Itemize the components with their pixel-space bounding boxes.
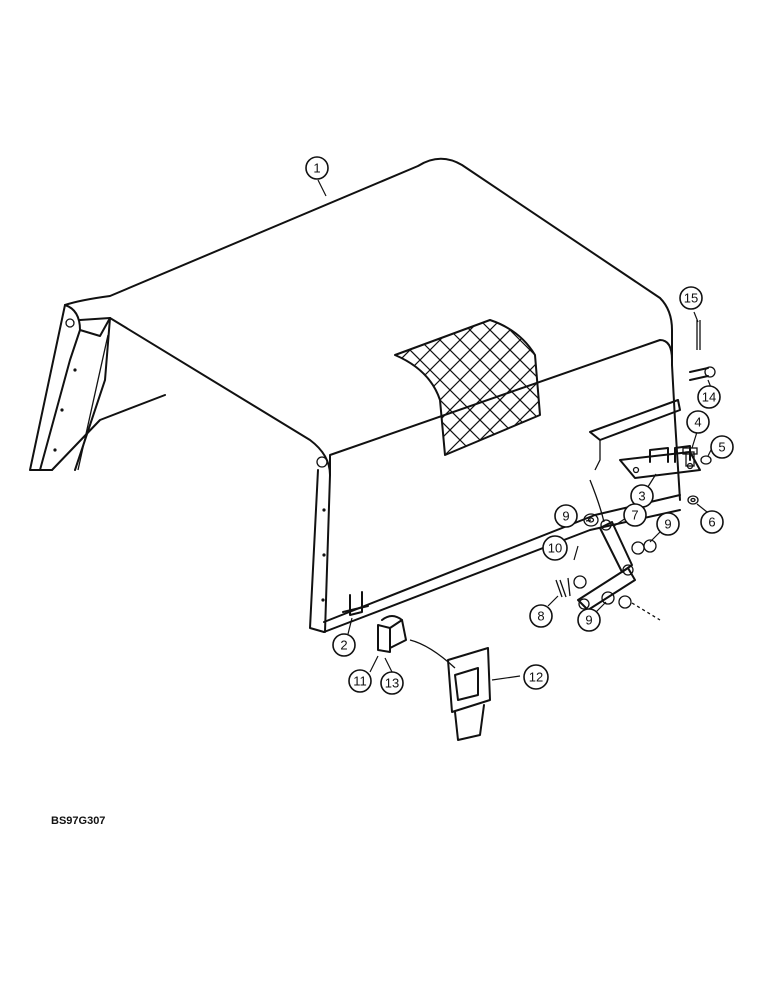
callout-7: 7 — [623, 503, 647, 527]
callout-10: 10 — [542, 535, 568, 561]
callout-1: 1 — [305, 156, 329, 180]
svg-text:2: 2 — [340, 638, 347, 653]
callout-14: 14 — [697, 385, 721, 409]
washer-part-5 — [700, 455, 712, 465]
callout-2: 2 — [332, 633, 356, 657]
svg-text:15: 15 — [684, 291, 698, 306]
callout-9-c: 9 — [577, 608, 601, 632]
svg-text:4: 4 — [694, 415, 701, 430]
nut-part-6 — [687, 495, 699, 505]
callout-11: 11 — [348, 669, 372, 693]
svg-text:1: 1 — [313, 161, 320, 176]
svg-text:8: 8 — [537, 609, 544, 624]
svg-text:5: 5 — [718, 440, 725, 455]
latch-part-11-13 — [377, 615, 407, 653]
hood-canopy — [29, 157, 681, 633]
svg-text:10: 10 — [548, 541, 562, 556]
washers-part-9 — [573, 513, 661, 621]
svg-text:7: 7 — [631, 508, 638, 523]
svg-text:11: 11 — [353, 674, 367, 689]
callout-9-b: 9 — [656, 512, 680, 536]
svg-text:3: 3 — [638, 489, 645, 504]
cotter-part-8-10 — [555, 577, 571, 598]
svg-text:12: 12 — [529, 670, 543, 685]
callout-12: 12 — [523, 664, 549, 690]
svg-text:9: 9 — [585, 613, 592, 628]
callout-8: 8 — [529, 604, 553, 628]
callout-5: 5 — [710, 435, 734, 459]
svg-text:14: 14 — [702, 390, 716, 405]
cotter-pin-part-15 — [696, 320, 701, 350]
svg-text:6: 6 — [708, 515, 715, 530]
callout-15: 15 — [679, 286, 703, 310]
callout-4: 4 — [686, 410, 710, 434]
reference-code: BS97G307 — [51, 815, 105, 827]
leader-lines — [317, 179, 713, 681]
hinge-bracket-part-3 — [619, 445, 701, 479]
callouts: 1 2 3 4 5 6 7 8 — [305, 156, 734, 695]
callout-13: 13 — [380, 671, 404, 695]
svg-text:13: 13 — [385, 676, 399, 691]
latch-plate-part-12 — [409, 639, 491, 741]
mesh-screen — [394, 319, 541, 456]
svg-text:9: 9 — [664, 517, 671, 532]
link-arm-part-7 — [577, 479, 636, 611]
bracket-part-2 — [342, 591, 369, 616]
callout-6: 6 — [700, 510, 724, 534]
callout-9-a: 9 — [554, 504, 578, 528]
bolt-part-4 — [682, 447, 698, 467]
svg-text:9: 9 — [562, 509, 569, 524]
pin-part-14 — [689, 366, 716, 381]
